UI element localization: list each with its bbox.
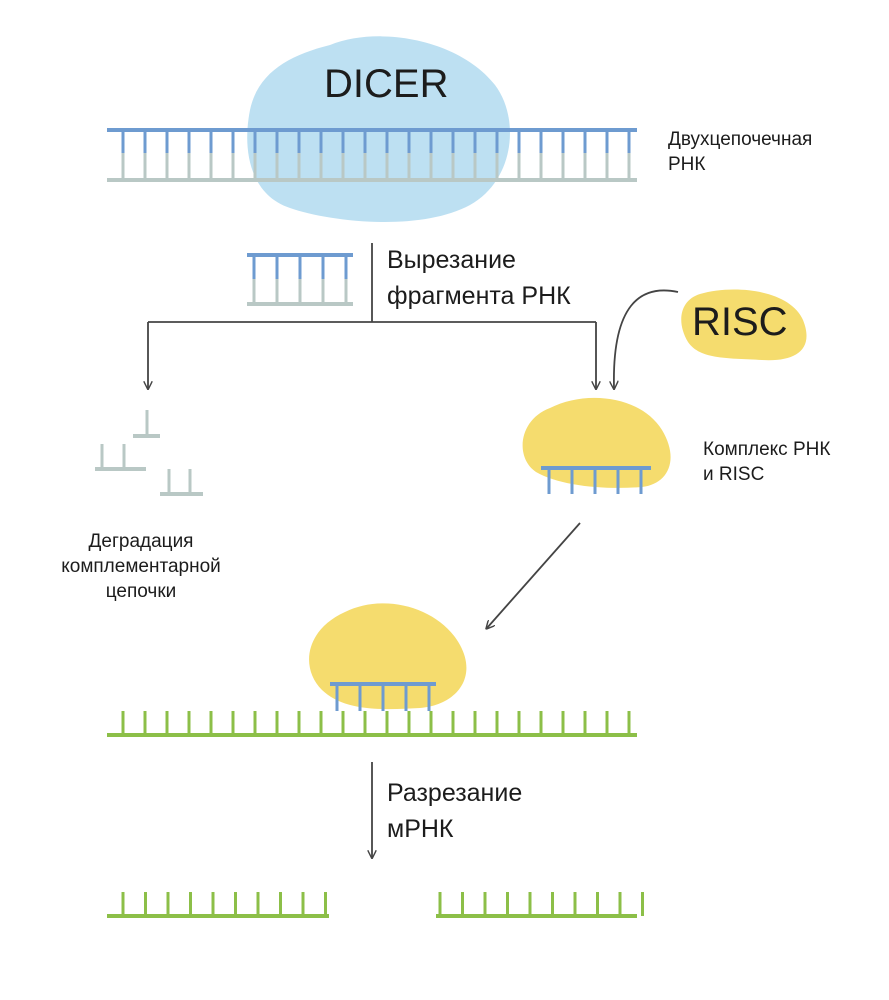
degradation-label-line2: комплементарной xyxy=(61,556,221,577)
dicer-label: DICER xyxy=(324,62,448,106)
complex-label-line2: и RISC xyxy=(703,464,764,485)
risc-blob xyxy=(681,289,807,361)
target-mrna xyxy=(107,711,637,737)
complex-label-line1: Комплекс РНК xyxy=(703,439,830,460)
cut-fragment-label-line2: фрагмента РНК xyxy=(387,282,571,310)
mrna-risc-blob xyxy=(309,603,467,710)
arrow-to-mrna-binding xyxy=(487,522,581,628)
complex-risc-blob xyxy=(522,397,671,488)
branch-arrows xyxy=(148,243,679,388)
degradation-label-line1: Деградация xyxy=(89,531,194,552)
bound-guide-rna xyxy=(330,682,436,711)
double-stranded-rna xyxy=(107,128,637,182)
cleaved-mrna-left xyxy=(107,892,329,918)
complex-rna-strand xyxy=(541,466,651,494)
ds-rna-label-line2: РНК xyxy=(668,154,705,175)
arrow-risc-to-complex xyxy=(614,289,679,388)
risc-label: RISC xyxy=(692,300,788,344)
mrna-cut-label-line1: Разрезание xyxy=(387,779,522,807)
mrna-cut-label-line2: мРНК xyxy=(387,815,454,843)
cleaved-mrna-right xyxy=(436,892,644,918)
cut-fragment-label-line1: Вырезание xyxy=(387,246,516,274)
ds-rna-label-line1: Двухцепочечная xyxy=(668,129,812,150)
rna-fragment xyxy=(247,253,353,306)
degraded-fragments xyxy=(95,410,203,496)
degradation-label-line3: цепочки xyxy=(106,581,177,602)
